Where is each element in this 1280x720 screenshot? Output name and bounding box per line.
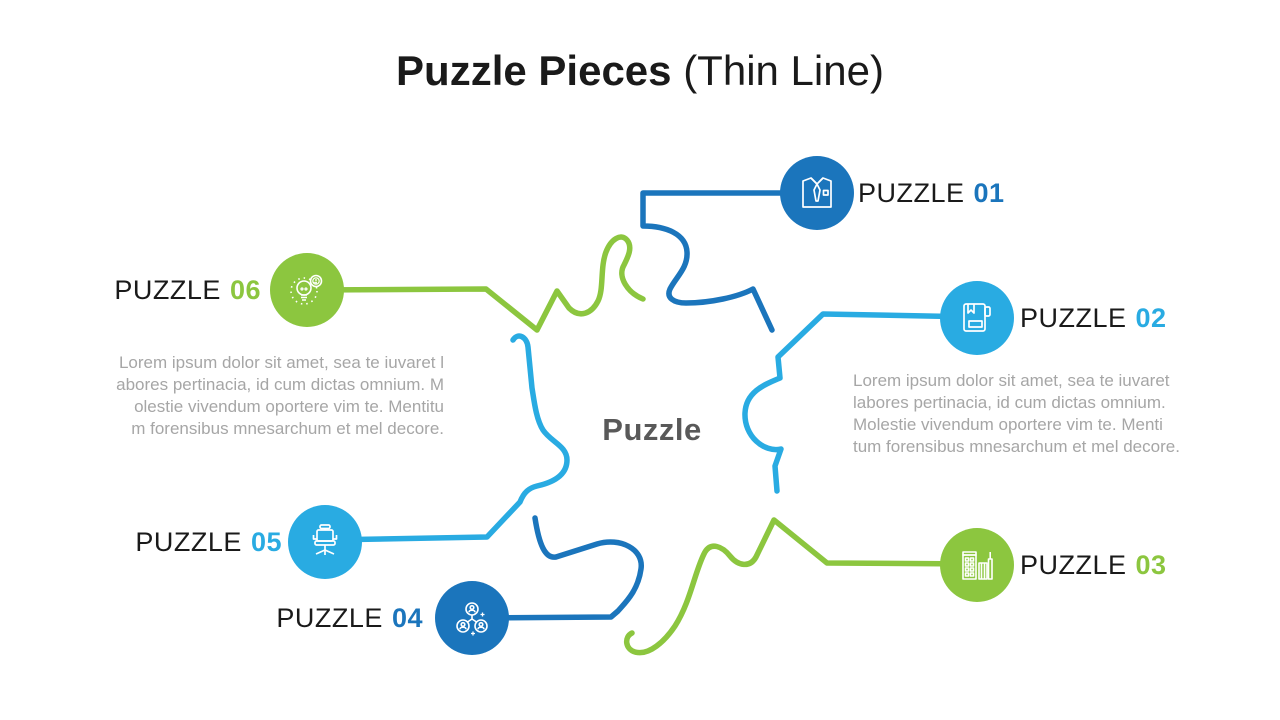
right-paragraph-line: labores pertinacia, id cum dictas omnium… <box>853 393 1166 412</box>
office-chair-icon <box>312 524 338 555</box>
puzzle-line-05 <box>322 333 570 543</box>
puzzle-02-number: 02 <box>1135 303 1167 333</box>
right-paragraph-line: Molestie vivendum oportere vim te. Menti <box>853 415 1163 434</box>
right-paragraph-line: Lorem ipsum dolor sit amet, sea te iuvar… <box>853 371 1170 390</box>
puzzle-05-label-text: PUZZLE <box>135 527 242 557</box>
left-paragraph-line: m forensibus mnesarchum et mel decore. <box>131 419 444 438</box>
puzzle-06-number: 06 <box>229 275 261 305</box>
slide-title: Puzzle Pieces (Thin Line) <box>0 48 1280 94</box>
puzzle-02-circle <box>940 281 1014 355</box>
puzzle-line-02 <box>742 311 980 494</box>
people-network-icon <box>456 602 488 636</box>
shirt-tie-icon <box>802 177 832 208</box>
puzzle-04-label-text: PUZZLE <box>276 603 383 633</box>
puzzle-04-circle <box>435 581 509 655</box>
circle-03-bg <box>940 528 1014 602</box>
puzzle-05-circle <box>288 505 362 579</box>
slide-title-regular: (Thin Line) <box>671 47 884 94</box>
left-paragraph-line: Lorem ipsum dolor sit amet, sea te iuvar… <box>118 353 444 372</box>
circle-02-bg <box>940 281 1014 355</box>
puzzle-06-circle <box>270 253 344 327</box>
slide-title-bold: Puzzle Pieces <box>396 47 672 94</box>
puzzle-05-label: PUZZLE 05 <box>135 524 282 560</box>
left-paragraph-line: olestie vivendum oportere vim te. Mentit… <box>134 397 444 416</box>
puzzle-02-label: PUZZLE 02 <box>1020 300 1167 336</box>
idea-bulb-icon <box>290 274 323 305</box>
puzzle-03-label: PUZZLE 03 <box>1020 547 1167 583</box>
puzzle-line-01 <box>640 190 820 333</box>
puzzle-04-number: 04 <box>391 603 423 633</box>
center-puzzle-label: Puzzle <box>602 412 702 447</box>
puzzle-line-03 <box>624 517 980 656</box>
puzzle-06-label: PUZZLE 06 <box>114 272 261 308</box>
left-paragraph-line: abores pertinacia, id cum dictas omnium.… <box>116 375 444 394</box>
left-paragraph: Lorem ipsum dolor sit amet, sea te iuvar… <box>116 352 444 440</box>
puzzle-06-label-text: PUZZLE <box>114 275 221 305</box>
puzzle-03-label-text: PUZZLE <box>1020 550 1127 580</box>
book-icon <box>963 303 991 332</box>
puzzle-01-number: 01 <box>973 178 1005 208</box>
circle-01-bg <box>780 156 854 230</box>
right-paragraph: Lorem ipsum dolor sit amet, sea te iuvar… <box>853 370 1180 458</box>
circle-05-bg <box>288 505 362 579</box>
puzzle-05-number: 05 <box>250 527 282 557</box>
puzzle-line-06 <box>304 234 646 333</box>
puzzle-03-circle <box>940 528 1014 602</box>
right-paragraph-line: tum forensibus mnesarchum et mel decore. <box>853 437 1180 456</box>
puzzle-01-label: PUZZLE 01 <box>858 175 1005 211</box>
puzzle-02-label-text: PUZZLE <box>1020 303 1127 333</box>
buildings-icon <box>962 551 993 580</box>
puzzle-01-label-text: PUZZLE <box>858 178 965 208</box>
puzzle-04-label: PUZZLE 04 <box>276 600 423 636</box>
puzzle-03-number: 03 <box>1135 550 1167 580</box>
puzzle-line-04 <box>470 515 644 621</box>
puzzle-01-circle <box>780 156 854 230</box>
